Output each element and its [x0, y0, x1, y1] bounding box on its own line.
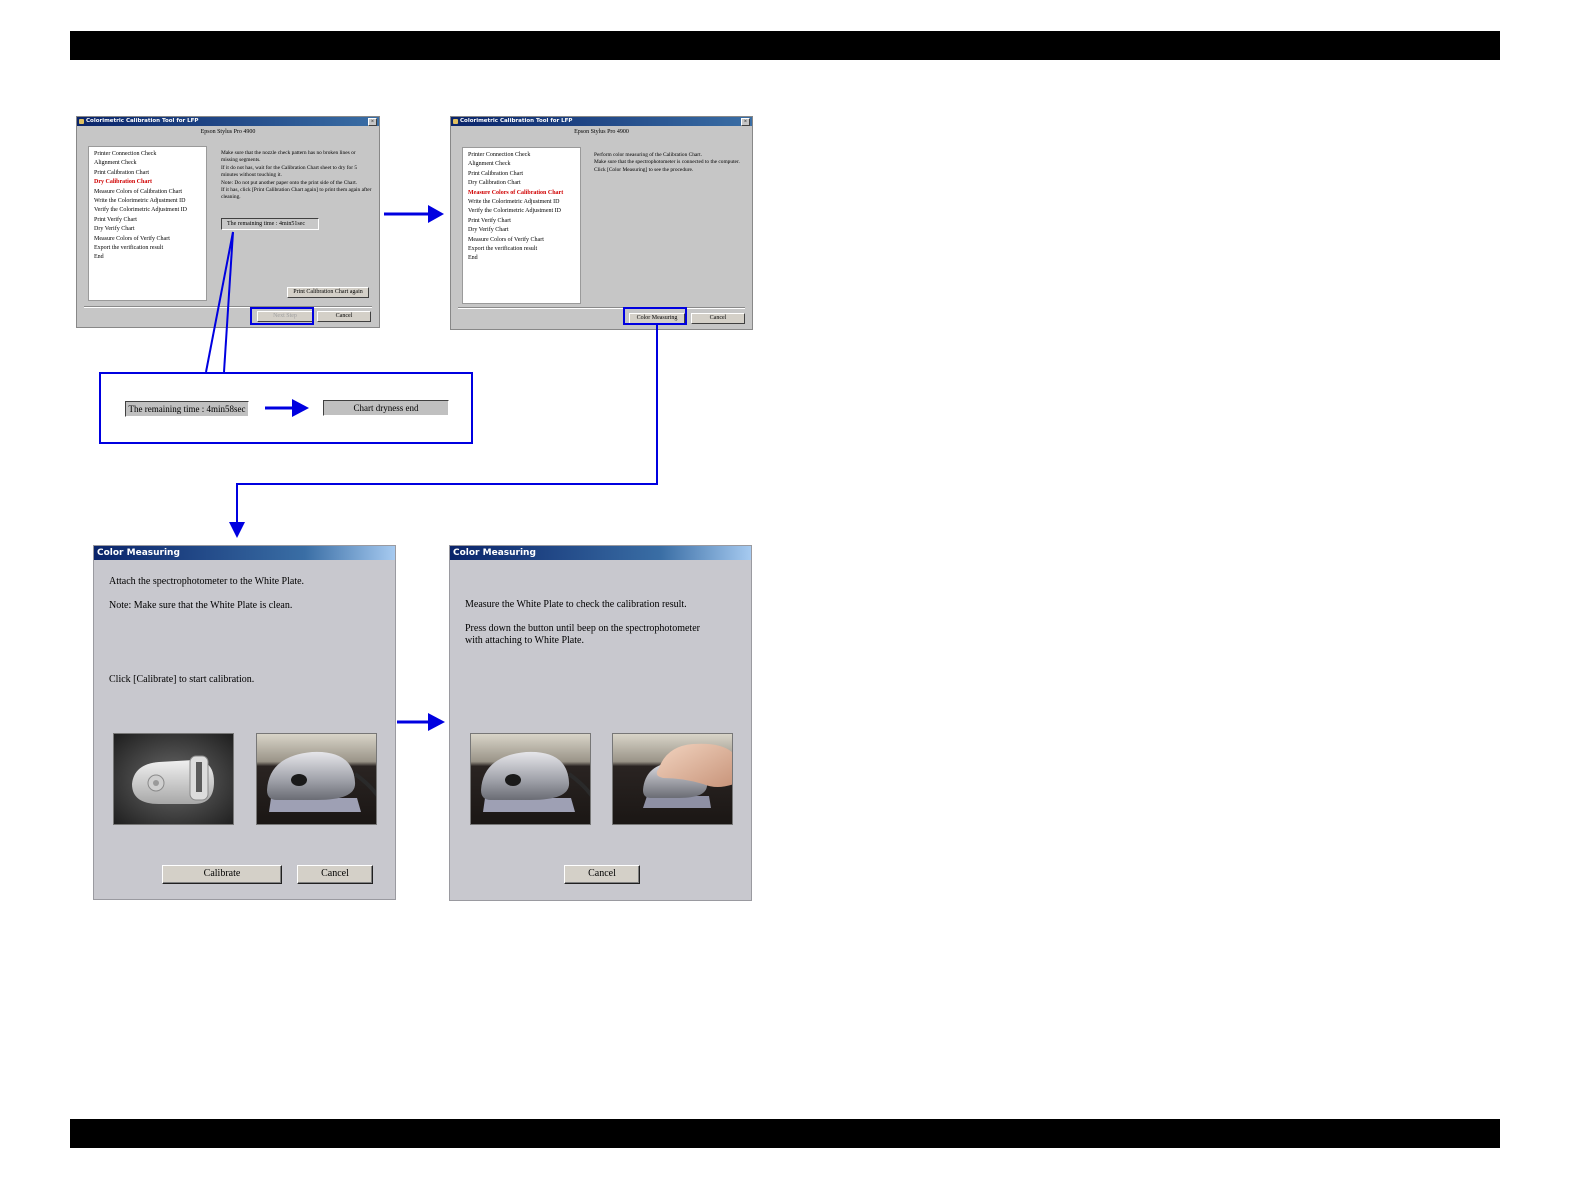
- step-item: Dry Calibration Chart: [94, 179, 152, 186]
- step-item: Write the Colorimetric Adjustment ID: [468, 199, 560, 206]
- step-item: Dry Verify Chart: [94, 226, 135, 233]
- header-bar: [70, 31, 1500, 60]
- window-titlebar: Colorimetric Calibration Tool for LFP: [451, 117, 752, 126]
- window-title: Colorimetric Calibration Tool for LFP: [460, 118, 573, 124]
- callout-pointer-right: [223, 231, 234, 373]
- step-item: Print Verify Chart: [468, 217, 511, 224]
- footer-bar: [70, 1119, 1500, 1148]
- arrow-head: [428, 713, 445, 731]
- step-item: Measure Colors of Verify Chart: [468, 236, 544, 243]
- calibrate-button[interactable]: Calibrate: [162, 865, 282, 884]
- step-item: Verify the Colorimetric Adjustment ID: [94, 207, 187, 214]
- printer-model: Epson Stylus Pro 4900: [574, 129, 629, 135]
- step-item: Verify the Colorimetric Adjustment ID: [468, 208, 561, 215]
- white-plate-photo: [113, 733, 234, 825]
- instruction-text: Perform color measuring of the Calibrati…: [594, 152, 740, 173]
- arrow-head: [428, 205, 444, 223]
- measure-instruction: Measure the White Plate to check the cal…: [465, 599, 687, 610]
- step-item: End: [468, 255, 478, 262]
- cancel-button[interactable]: Cancel: [691, 313, 745, 324]
- spectrophotometer-photo: [256, 733, 377, 825]
- attach-instruction: Attach the spectrophotometer to the Whit…: [109, 576, 305, 587]
- step-item: Measure Colors of Calibration Chart: [468, 189, 564, 196]
- app-icon: [453, 119, 458, 124]
- color-measuring-highlight: [623, 307, 687, 325]
- window-title: Colorimetric Calibration Tool for LFP: [86, 118, 199, 124]
- color-measuring-dialog-calibrate: Color Measuring Attach the spectrophotom…: [93, 545, 396, 900]
- cancel-button[interactable]: Cancel: [297, 865, 373, 884]
- arrow-head: [229, 522, 245, 538]
- step-item: Dry Calibration Chart: [468, 180, 521, 187]
- remaining-time-status: The remaining time : 4min58sec: [125, 401, 249, 417]
- calibration-tool-window-measure: Colorimetric Calibration Tool for LFP × …: [450, 116, 753, 330]
- spectrophotometer-photo: [470, 733, 591, 825]
- step-item: End: [94, 254, 104, 261]
- printer-model: Epson Stylus Pro 4900: [200, 129, 256, 135]
- step-item: Export the verification result: [468, 246, 538, 253]
- hand-pressing-device-photo: [612, 733, 733, 825]
- step-item: Print Calibration Chart: [468, 170, 523, 177]
- close-icon[interactable]: ×: [368, 118, 377, 126]
- clean-note: Note: Make sure that the White Plate is …: [109, 600, 293, 611]
- remaining-time-display: The remaining time : 4min51sec: [221, 218, 319, 230]
- step-item: Export the verification result: [94, 245, 164, 252]
- step-item: Alignment Check: [94, 160, 137, 167]
- press-button-instruction: Press down the button until beep on the …: [465, 623, 700, 646]
- cancel-button[interactable]: Cancel: [317, 311, 371, 322]
- step-item: Print Verify Chart: [94, 216, 137, 223]
- arrow-head: [292, 399, 309, 417]
- connector-color-measuring-to-dialog: [236, 325, 658, 524]
- step-item: Alignment Check: [468, 161, 511, 168]
- callout-pointer-left: [205, 231, 234, 373]
- step-item: Dry Verify Chart: [468, 227, 509, 234]
- dryness-callout: [99, 372, 473, 444]
- step-item: Measure Colors of Calibration Chart: [94, 188, 182, 195]
- step-item: Measure Colors of Verify Chart: [94, 235, 170, 242]
- separator: [458, 307, 745, 309]
- step-item: Print Calibration Chart: [94, 169, 149, 176]
- cancel-button[interactable]: Cancel: [564, 865, 640, 884]
- window-titlebar: Colorimetric Calibration Tool for LFP: [77, 117, 379, 126]
- color-measuring-dialog-measure: Color Measuring Measure the White Plate …: [449, 545, 752, 901]
- dialog-title: Color Measuring: [94, 546, 395, 560]
- instruction-text: Make sure that the nozzle check pattern …: [221, 150, 372, 201]
- dialog-title: Color Measuring: [450, 546, 751, 560]
- close-icon[interactable]: ×: [741, 118, 750, 126]
- step-item: Printer Connection Check: [94, 151, 157, 157]
- calibration-tool-window-dry: Colorimetric Calibration Tool for LFP × …: [76, 116, 380, 328]
- chart-dryness-end-status: Chart dryness end: [323, 400, 449, 416]
- calibrate-instruction: Click [Calibrate] to start calibration.: [109, 674, 255, 685]
- app-icon: [79, 119, 84, 124]
- step-item: Write the Colorimetric Adjustment ID: [94, 198, 186, 205]
- next-step-highlight: [250, 307, 314, 325]
- print-calibration-chart-again-button[interactable]: Print Calibration Chart again: [287, 287, 369, 298]
- step-item: Printer Connection Check: [468, 152, 531, 158]
